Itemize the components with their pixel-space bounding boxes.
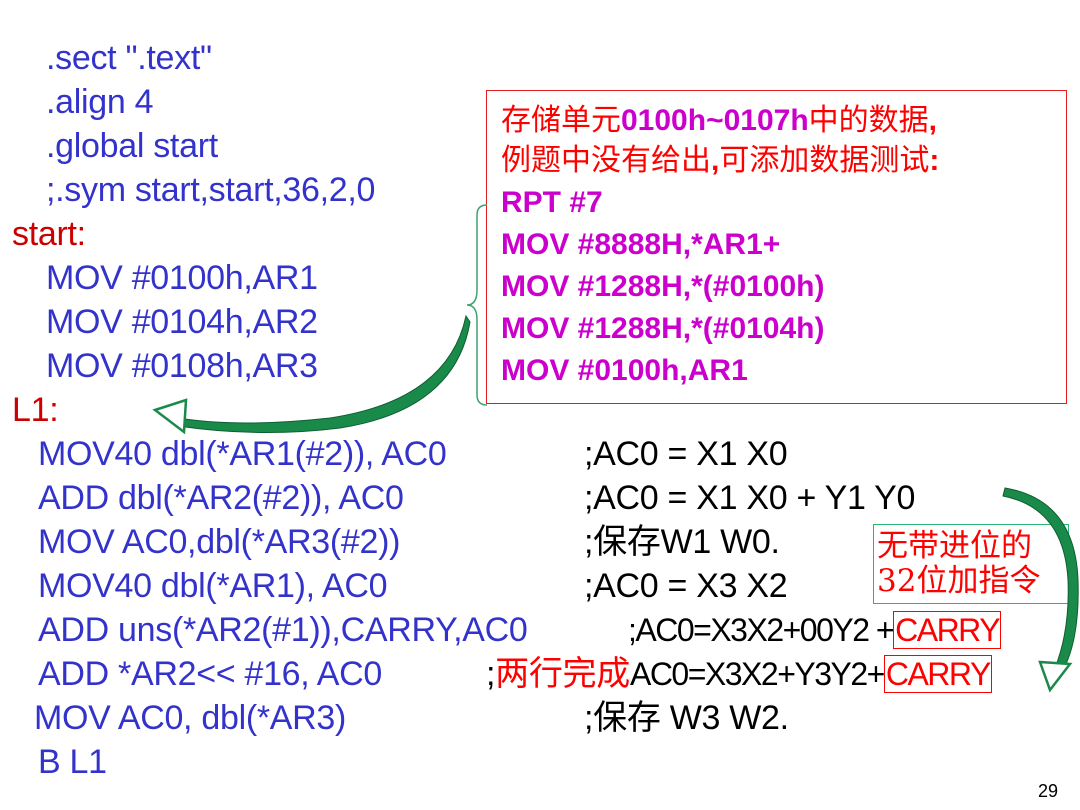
- comment-7-rest: W3 W2.: [660, 699, 789, 737]
- comment-3-prefix: ;: [584, 523, 594, 561]
- instr-add-uns: ADD uns(*AR2(#1)),CARRY,AC0: [38, 611, 528, 649]
- comment-5: ;AC0=X3X2+00Y2 +CARRY: [628, 610, 1002, 650]
- note-code-mov-1288-0104: MOV #1288H,*(#0104h): [501, 312, 825, 345]
- directive-align: .align 4: [46, 83, 154, 121]
- comment-2: ;AC0 = X1 X0 + Y1 Y0: [584, 479, 916, 517]
- label-l1: L1:: [12, 391, 59, 429]
- directive-sym: ;.sym start,start,36,2,0: [46, 171, 376, 209]
- note-line-1-address: 0100h~0107h: [621, 104, 809, 137]
- note-line-2-comma: ,: [711, 144, 720, 177]
- curved-arrow-to-carry: [1002, 487, 1079, 673]
- note-line-1: 存储单元0100h~0107h中的数据,: [501, 103, 937, 139]
- note-line-2-colon: :: [929, 144, 940, 177]
- instr-mov-ar3: MOV #0108h,AR3: [46, 347, 318, 385]
- note-code-mov-ar1: MOV #0100h,AR1: [501, 354, 748, 387]
- comment-1: ;AC0 = X1 X0: [584, 435, 788, 473]
- label-start: start:: [12, 215, 86, 253]
- instr-mov-dbl-ar3: MOV AC0, dbl(*AR3): [34, 699, 347, 737]
- comment-6-cn: 两行完成: [495, 654, 630, 694]
- instr-mov-ar3-offset: MOV AC0,dbl(*AR3(#2)): [38, 523, 401, 561]
- no-carry-note-box: 无带进位的 32位加指令: [873, 524, 1069, 604]
- note-code-mov-8888: MOV #8888H,*AR1+: [501, 228, 781, 261]
- curved-arrow-to-l1: [177, 314, 471, 434]
- directive-global: .global start: [46, 127, 218, 165]
- note-code-mov-1288-0100: MOV #1288H,*(#0100h): [501, 270, 825, 303]
- note-line-2-cn-a: 例题中没有给出: [501, 143, 711, 178]
- note-line-2: 例题中没有给出,可添加数据测试:: [501, 143, 939, 179]
- page-number: 29: [1037, 781, 1058, 801]
- note-brace: [466, 204, 488, 406]
- comment-3: ;保存W1 W0.: [584, 522, 780, 562]
- comment-6-text: AC0=X3X2+Y3Y2+: [629, 656, 885, 692]
- directive-sect: .sect ".text": [46, 39, 212, 77]
- comment-3-cn: 保存: [593, 522, 661, 562]
- instr-add-shift: ADD *AR2<< #16, AC0: [38, 655, 382, 693]
- instr-mov-ar2: MOV #0104h,AR2: [46, 303, 318, 341]
- comment-4: ;AC0 = X3 X2: [584, 567, 788, 605]
- note-line-1-comma: ,: [928, 104, 937, 137]
- curved-arrow-to-l1-head: [152, 398, 188, 435]
- comment-5-carry: CARRY: [893, 611, 1002, 649]
- comment-6-carry: CARRY: [883, 655, 992, 693]
- instr-add-ar2-offset: ADD dbl(*AR2(#2)), AC0: [38, 479, 404, 517]
- note-line-1-cn-a: 存储单元: [501, 103, 621, 138]
- instr-branch: B L1: [38, 743, 107, 781]
- comment-5-text: ;AC0=X3X2+00Y2 +: [628, 612, 895, 648]
- comment-7-cn: 保存: [593, 698, 661, 738]
- instr-mov-ar1: MOV #0100h,AR1: [46, 259, 318, 297]
- comment-3-rest: W1 W0.: [660, 523, 780, 561]
- no-carry-note-line-1: 无带进位的: [877, 528, 1032, 564]
- note-code-rpt: RPT #7: [501, 186, 603, 219]
- note-line-2-cn-b: 可添加数据测试: [719, 143, 930, 178]
- note-line-1-cn-b: 中的数据: [808, 103, 929, 138]
- comment-6-prefix: ;: [486, 655, 496, 693]
- note-box: 存储单元0100h~0107h中的数据, 例题中没有给出,可添加数据测试: RP…: [486, 90, 1067, 404]
- comment-6: ;两行完成AC0=X3X2+Y3Y2+CARRY: [486, 654, 992, 694]
- instr-mov40-ar1: MOV40 dbl(*AR1), AC0: [38, 567, 388, 605]
- comment-7: ;保存 W3 W2.: [584, 698, 789, 738]
- comment-7-prefix: ;: [584, 699, 594, 737]
- instr-mov40-ar1-offset: MOV40 dbl(*AR1(#2)), AC0: [38, 435, 447, 473]
- no-carry-note-line-2: 32位加指令: [877, 563, 1041, 599]
- curved-arrow-to-carry-head: [1038, 660, 1073, 693]
